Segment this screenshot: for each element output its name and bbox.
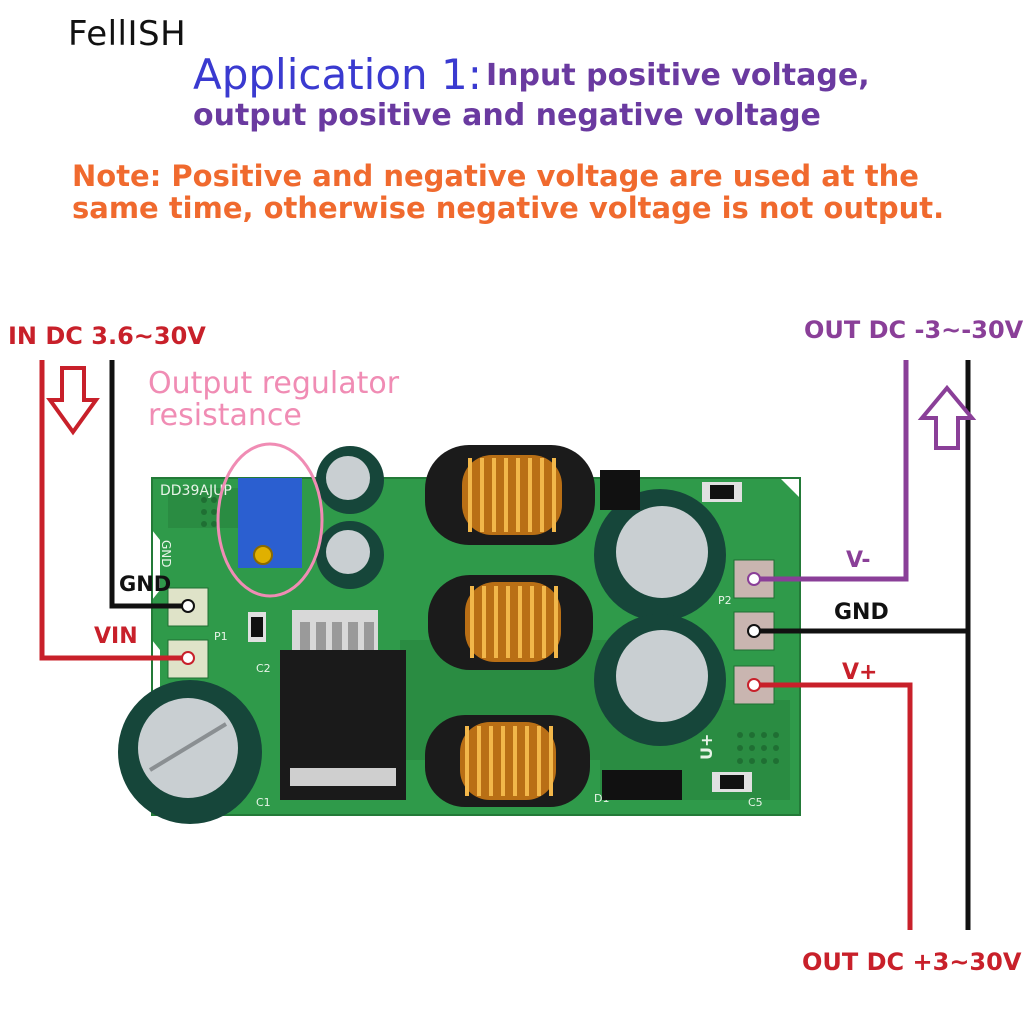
inductor-middle — [428, 575, 593, 670]
smd-components — [248, 470, 752, 800]
output-wires — [754, 360, 971, 930]
pin-vminus-label: V- — [846, 548, 871, 573]
brand-watermark: FellISH — [68, 14, 187, 54]
inductor-bottom — [425, 715, 590, 807]
silk-c5: C5 — [748, 796, 763, 809]
negative-output-label: OUT DC -3~-30V — [804, 316, 1024, 344]
silk-u-plus: U+ — [697, 734, 716, 760]
capacitor-right-bottom — [594, 614, 726, 746]
silk-p2: P2 — [718, 594, 732, 607]
silk-gnd: GND — [159, 540, 173, 568]
pin-gnd-left-label: GND — [119, 572, 172, 596]
capacitor-small-1 — [316, 446, 384, 514]
capacitor-right-top — [594, 489, 726, 621]
pin-vplus-label: V+ — [842, 660, 878, 685]
silk-p1: P1 — [214, 630, 228, 643]
usage-note: Note: Positive and negative voltage are … — [72, 159, 945, 225]
application-line1: Input positive voltage, — [486, 58, 870, 93]
trimmer-potentiometer — [216, 442, 324, 598]
inductor-top — [425, 445, 595, 545]
input-voltage-label: IN DC 3.6~30V — [8, 322, 206, 350]
silk-c1: C1 — [256, 796, 271, 809]
capacitor-large-left — [118, 680, 262, 824]
regulator-label: Output regulator resistance — [148, 366, 400, 433]
application-line2: output positive and negative voltage — [193, 98, 821, 133]
application-title: Application 1: — [193, 50, 482, 99]
output-arrow-icon — [917, 384, 977, 450]
pin-vin-label: VIN — [94, 624, 138, 649]
regulator-ic — [280, 610, 406, 800]
silk-board-name: DD39AJUP — [160, 483, 232, 499]
input-arrow-icon — [46, 366, 100, 436]
positive-output-label: OUT DC +3~30V — [802, 948, 1022, 976]
pin-gnd-right-label: GND — [834, 600, 889, 625]
input-wires — [39, 360, 188, 661]
capacitor-small-2 — [316, 521, 384, 589]
silk-c2: C2 — [256, 662, 271, 675]
